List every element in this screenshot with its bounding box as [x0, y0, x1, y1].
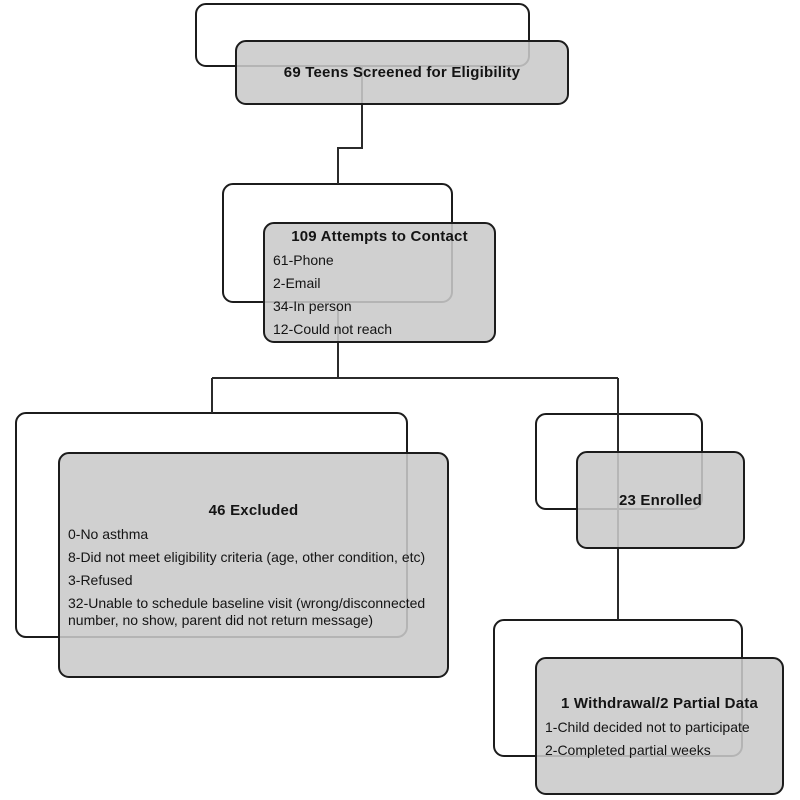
node-item: 61-Phone	[273, 252, 334, 268]
node-screened: 69 Teens Screened for Eligibility	[235, 40, 569, 105]
node-item: 2-Email	[273, 275, 321, 291]
node-enrolled: 23 Enrolled	[576, 451, 745, 549]
node-attempts-items: 61-Phone 2-Email 34-In person 12-Could not …	[273, 246, 486, 338]
node-excluded-title: 46 Excluded	[208, 502, 299, 519]
node-enrolled-title: 23 Enrolled	[618, 491, 703, 509]
node-screened-title: 69 Teens Screened for Eligibility	[283, 64, 521, 81]
node-item: 1-Child decided not to participate	[545, 718, 750, 735]
node-attempts: 109 Attempts to Contact 61-Phone 2-Email 3…	[263, 222, 496, 343]
node-withdrawal: 1 Withdrawal/2 Partial Data 1-Child deci…	[535, 657, 784, 795]
node-item: 34-In person	[273, 298, 352, 314]
node-excluded-items: 0-No asthma 8-Did not meet eligibility cr…	[68, 520, 439, 629]
node-item: 0-No asthma	[68, 526, 149, 542]
node-attempts-title: 109 Attempts to Contact	[291, 228, 468, 245]
node-item: 32-Unable to schedule baseline visit (wr…	[68, 595, 426, 628]
node-item: 3-Refused	[68, 572, 133, 588]
node-excluded: 46 Excluded 0-No asthma 8-Did not meet el…	[58, 452, 449, 678]
node-item: 12-Could not reach	[273, 321, 393, 337]
node-withdrawal-title: 1 Withdrawal/2 Partial Data	[561, 694, 758, 712]
node-item: 2-Completed partial weeks	[545, 741, 711, 758]
node-withdrawal-items: 1-Child decided not to participate 2-Comp…	[545, 713, 774, 759]
node-item: 8-Did not meet eligibility criteria (age…	[68, 549, 426, 565]
